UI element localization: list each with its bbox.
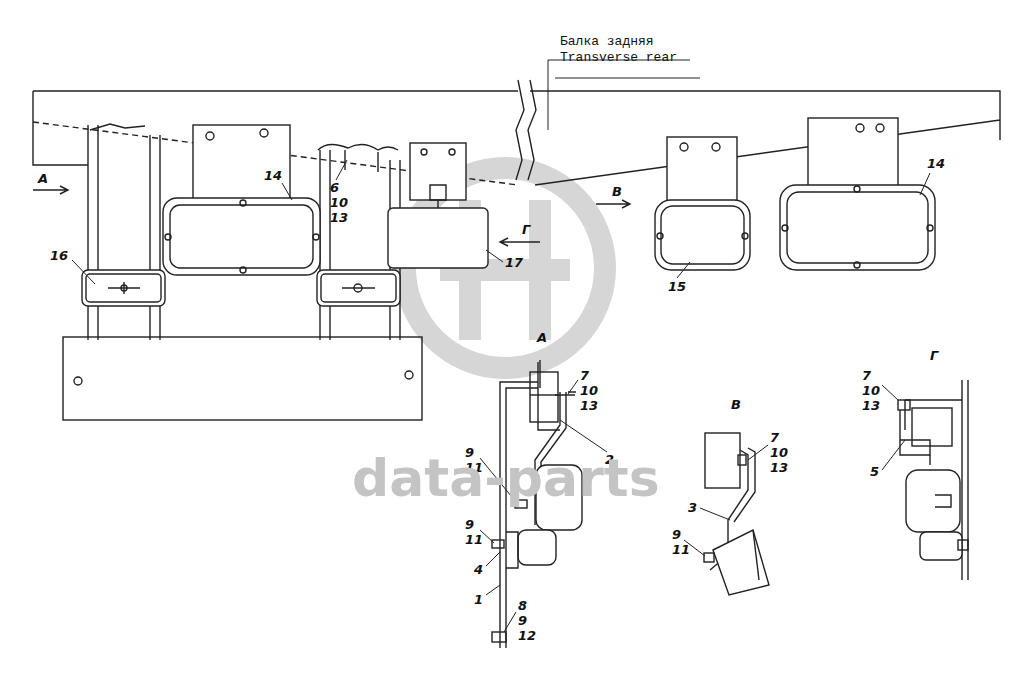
beam (530, 91, 1000, 185)
callout-number: 10 (770, 445, 788, 460)
callout-number: В (612, 184, 622, 199)
callout-number: 7 (862, 368, 871, 383)
break-line (516, 80, 524, 180)
callout-number: 5 (870, 464, 879, 479)
callout-number: 4 (474, 562, 483, 577)
callout-number: 11 (465, 532, 483, 547)
callout-number: 10 (862, 383, 880, 398)
callout-number: 1 (474, 592, 483, 607)
beam-name: Балка задняя (560, 34, 654, 49)
callout-number: 8 (518, 598, 527, 613)
callout-number: 14 (927, 156, 945, 171)
callout-number: 10 (330, 195, 348, 210)
callout-number: 7 (770, 430, 779, 445)
callout-number: 15 (668, 279, 686, 294)
callout-number: А (38, 171, 48, 186)
callout-number: А (537, 330, 547, 345)
callout-number: 13 (770, 460, 788, 475)
callout-number: 12 (518, 628, 536, 643)
callout-number: 13 (330, 210, 348, 225)
callout-number: Г (930, 348, 938, 363)
callout-number: 9 (672, 527, 681, 542)
callout-number: 16 (50, 248, 68, 263)
callout-number: 17 (505, 255, 523, 270)
callout-number: Г (522, 222, 530, 237)
callout-number: 3 (688, 500, 697, 515)
view-g (898, 380, 968, 580)
callout-number: 6 (330, 180, 339, 195)
callout-number: 9 (465, 517, 474, 532)
callout-number: 13 (862, 398, 880, 413)
callout-number: 11 (672, 542, 690, 557)
callout-number: 10 (580, 383, 598, 398)
callout-number: В (731, 397, 741, 412)
callout-number: 9 (518, 613, 527, 628)
beam-name: Transverse rear (560, 50, 677, 65)
watermark: data-parts (352, 448, 660, 508)
leader-lines (72, 160, 930, 632)
callout-number: 13 (580, 398, 598, 413)
callout-number: 7 (580, 368, 589, 383)
callout-number: 14 (264, 168, 282, 183)
